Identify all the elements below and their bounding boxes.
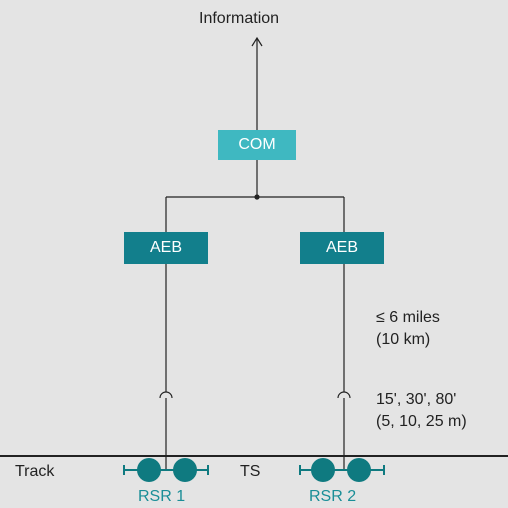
spacing-label-meters: (5, 10, 25 m) bbox=[376, 413, 467, 430]
com-box: COM bbox=[218, 130, 296, 160]
ts-label: TS bbox=[240, 463, 261, 480]
aeb-box-right: AEB bbox=[300, 232, 384, 264]
distance-label-miles: ≤ 6 miles bbox=[376, 309, 440, 326]
track-label: Track bbox=[15, 463, 55, 480]
information-label: Information bbox=[199, 10, 280, 27]
rail-sensor-icon bbox=[123, 458, 209, 482]
line-crossing-icon bbox=[159, 391, 173, 399]
line-crossing-icon bbox=[337, 391, 351, 399]
spacing-label-feet: 15', 30', 80' bbox=[376, 391, 457, 408]
aeb-box-left: AEB bbox=[124, 232, 208, 264]
rsr-2-label: RSR 2 bbox=[309, 488, 357, 505]
arrow-up-icon bbox=[251, 36, 263, 47]
distance-label-km: (10 km) bbox=[376, 331, 431, 348]
rsr-1-label: RSR 1 bbox=[138, 488, 186, 505]
rail-sensor-icon bbox=[299, 458, 385, 482]
